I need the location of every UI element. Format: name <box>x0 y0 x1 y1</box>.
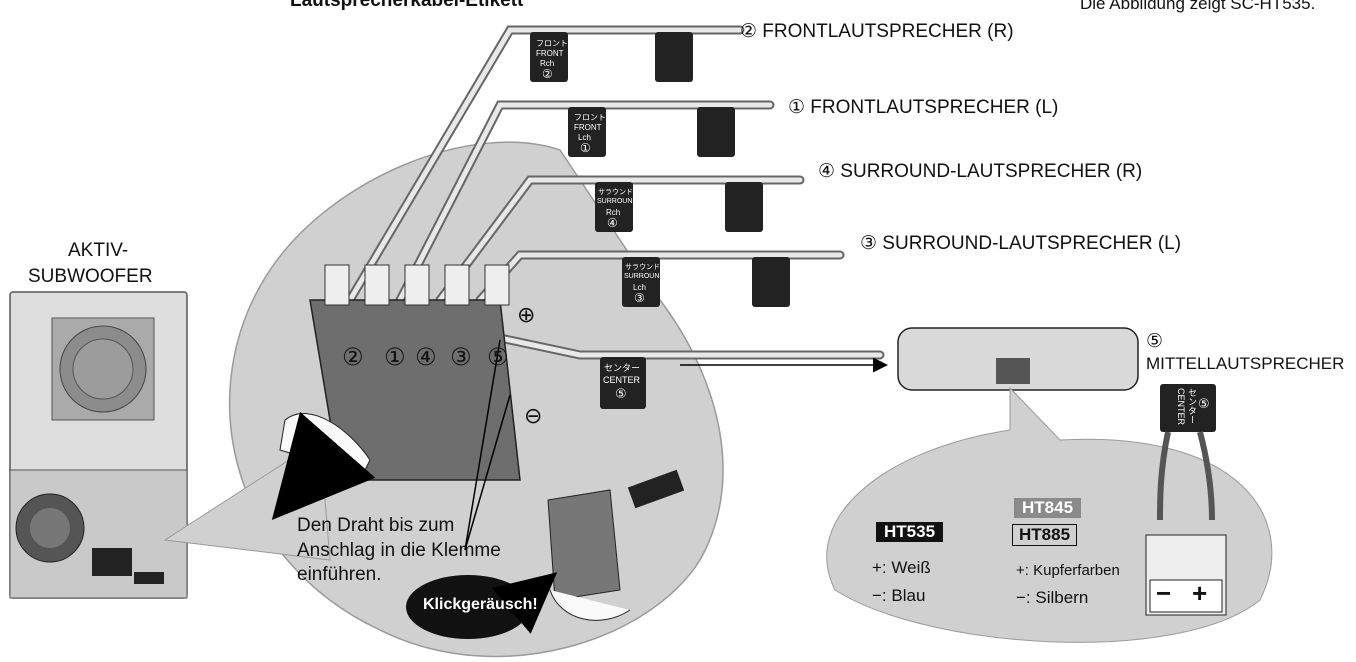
terminal-number-2: ② <box>342 344 364 371</box>
click-bubble-label: Klickgeräusch! <box>423 596 538 613</box>
center-speaker-label: MITTELLAUTSPRECHER <box>1146 354 1345 373</box>
center-vertical-tag-en: CENTER <box>1176 388 1186 426</box>
caption-top-right: Die Abbildung zeigt SC-HT535. <box>1080 0 1316 13</box>
tag-surround-r-jp: サラウンド <box>598 189 633 196</box>
badge-ht845: HT845 <box>1014 498 1082 518</box>
center-vertical-tag <box>1160 384 1216 432</box>
ht535-plus: +: Weiß <box>872 558 931 577</box>
instruction-line3: einführen. <box>297 564 382 585</box>
terminal-number-4: ④ <box>415 344 437 371</box>
tag-front-r-jp: フロント <box>536 39 568 48</box>
terminal-number-5: ⑤ <box>487 344 509 371</box>
tag-front-l-marker: ① <box>580 141 591 155</box>
center-tag-marker: ⑤ <box>615 386 627 401</box>
badge-ht885: HT885 <box>1012 524 1078 546</box>
subwoofer-label-line2: SUBWOOFER <box>28 266 153 287</box>
label-surround-left: ③ SURROUND-LAUTSPRECHER (L) <box>860 233 1182 254</box>
instruction-line1: Den Draht bis zum <box>297 515 455 536</box>
center-speaker <box>897 327 1139 391</box>
ht535-minus: −: Blau <box>872 586 926 605</box>
terminal-number-1: ① <box>384 344 406 371</box>
badge-ht535: HT535 <box>876 522 944 542</box>
center-terminal-minus: − <box>1156 578 1172 608</box>
ht885-minus: −: Silbern <box>1016 588 1089 607</box>
tag-surround-l-marker: ③ <box>634 291 645 305</box>
polarity-plus: ⊕ <box>517 302 536 327</box>
tag-front-l-jp: フロント <box>574 113 606 122</box>
center-vertical-tag-jp: センター <box>1187 388 1197 424</box>
tag-surround-r-en: SURROUND <box>597 198 638 205</box>
tag-front-l-en: FRONT <box>574 123 602 132</box>
polarity-minus: ⊖ <box>524 403 543 428</box>
label-surround-right: ④ SURROUND-LAUTSPRECHER (R) <box>818 161 1143 182</box>
tag-surround-l-en: SURROUND <box>624 273 665 280</box>
tag-front-r-ch: Rch <box>540 59 555 68</box>
subwoofer <box>9 291 188 599</box>
wire-tags <box>530 32 790 409</box>
label-front-left: ① FRONTLAUTSPRECHER (L) <box>788 97 1059 118</box>
caption-top-left: Lautsprecherkabel-Etikett <box>290 0 524 11</box>
instruction-line2: Anschlag in die Klemme <box>297 540 501 561</box>
tag-front-l-ch: Lch <box>578 133 591 142</box>
center-tag-jp: センター <box>604 363 641 373</box>
label-front-right: ② FRONTLAUTSPRECHER (R) <box>740 21 1014 42</box>
tag-front-r-en: FRONT <box>536 49 564 58</box>
center-vertical-tag-marker: ⑤ <box>1198 396 1210 411</box>
center-vertical-tag-text: センター CENTER <box>1176 388 1199 425</box>
ht885-plus: +: Kupferfarben <box>1016 562 1120 579</box>
tag-surround-l-jp: サラウンド <box>625 264 660 271</box>
center-terminal-plus: + <box>1192 578 1208 608</box>
terminal-number-3: ③ <box>450 344 472 371</box>
subwoofer-label-line1: AKTIV- <box>68 240 129 261</box>
tag-surround-l-ch: Lch <box>633 283 646 292</box>
tag-front-r-marker: ② <box>542 67 553 81</box>
center-speaker-marker: ⑤ <box>1146 331 1164 352</box>
center-tag-en: CENTER <box>603 375 641 385</box>
tag-surround-r-ch: Rch <box>606 208 621 217</box>
tag-surround-r-marker: ④ <box>607 216 618 230</box>
small-terminal-illustration <box>547 469 685 621</box>
